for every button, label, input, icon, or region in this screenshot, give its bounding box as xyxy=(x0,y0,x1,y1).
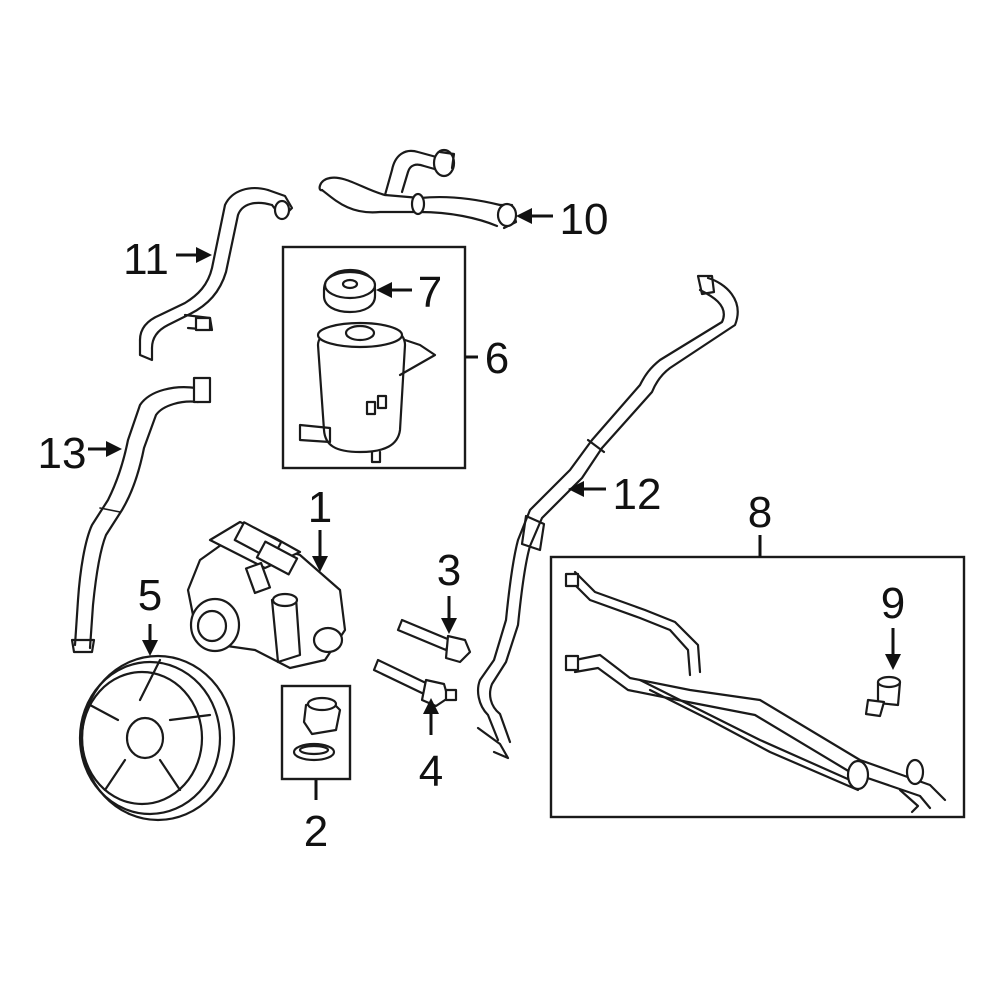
part-4-bolt[interactable] xyxy=(372,658,458,708)
part-10-hose[interactable] xyxy=(318,148,518,230)
callout-5: 5 xyxy=(138,571,162,620)
part-6-reservoir-assembly[interactable] xyxy=(281,245,467,470)
part-3-bolt[interactable] xyxy=(396,618,472,664)
callout-7: 7 xyxy=(418,268,442,317)
callout-8: 8 xyxy=(748,488,772,537)
part-9-sensor[interactable] xyxy=(864,675,902,718)
callout-6: 6 xyxy=(485,334,509,383)
part-12-line[interactable] xyxy=(476,274,739,760)
callout-10: 10 xyxy=(560,195,609,244)
callout-4: 4 xyxy=(419,747,443,796)
callout-11: 11 xyxy=(123,235,169,284)
part-8-line-assembly[interactable] xyxy=(549,555,966,819)
callout-3: 3 xyxy=(437,546,461,595)
callout-9: 9 xyxy=(881,579,905,628)
callout-12: 12 xyxy=(613,470,662,519)
part-2-box xyxy=(280,684,352,781)
callout-2: 2 xyxy=(304,807,328,856)
part-2-fitting-kit[interactable] xyxy=(280,684,352,781)
callout-13: 13 xyxy=(38,429,87,478)
part-8-box xyxy=(549,555,966,819)
callout-1: 1 xyxy=(308,483,332,532)
part-1-pump[interactable] xyxy=(186,520,347,670)
part-5-pulley[interactable] xyxy=(78,654,236,822)
part-7-cap[interactable] xyxy=(322,268,377,314)
part-13-hose[interactable] xyxy=(70,376,212,654)
callout-numbers: 1 2 3 4 5 6 7 8 9 10 11 12 13 xyxy=(38,195,906,856)
part-11-hose[interactable] xyxy=(138,187,294,362)
callout-leaders xyxy=(88,208,901,800)
